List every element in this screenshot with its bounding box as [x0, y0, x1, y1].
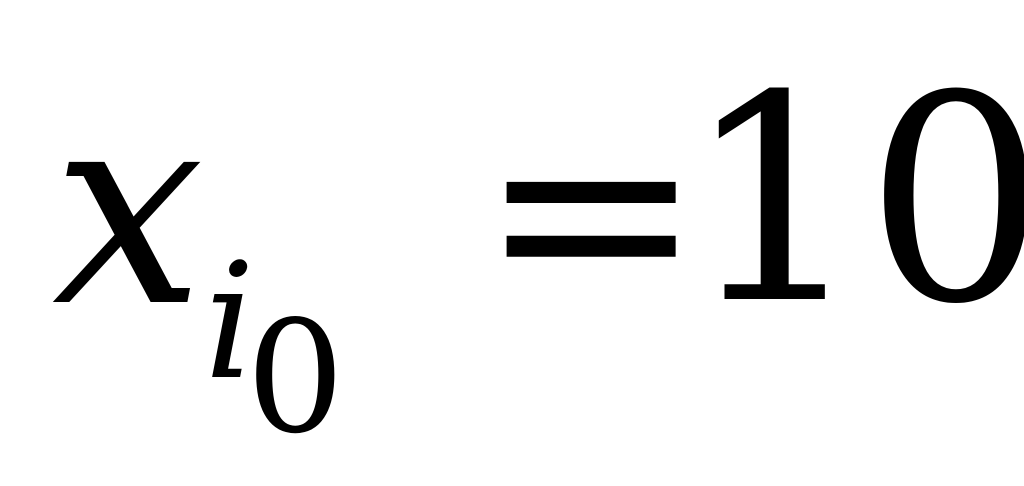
- formula-subscript-index: 0: [246, 287, 345, 468]
- formula-value: 10: [684, 35, 1024, 367]
- formula-equals-sign: =: [478, 53, 705, 368]
- formula-subscript-letter: i: [204, 228, 256, 415]
- formula-variable: x: [52, 51, 205, 366]
